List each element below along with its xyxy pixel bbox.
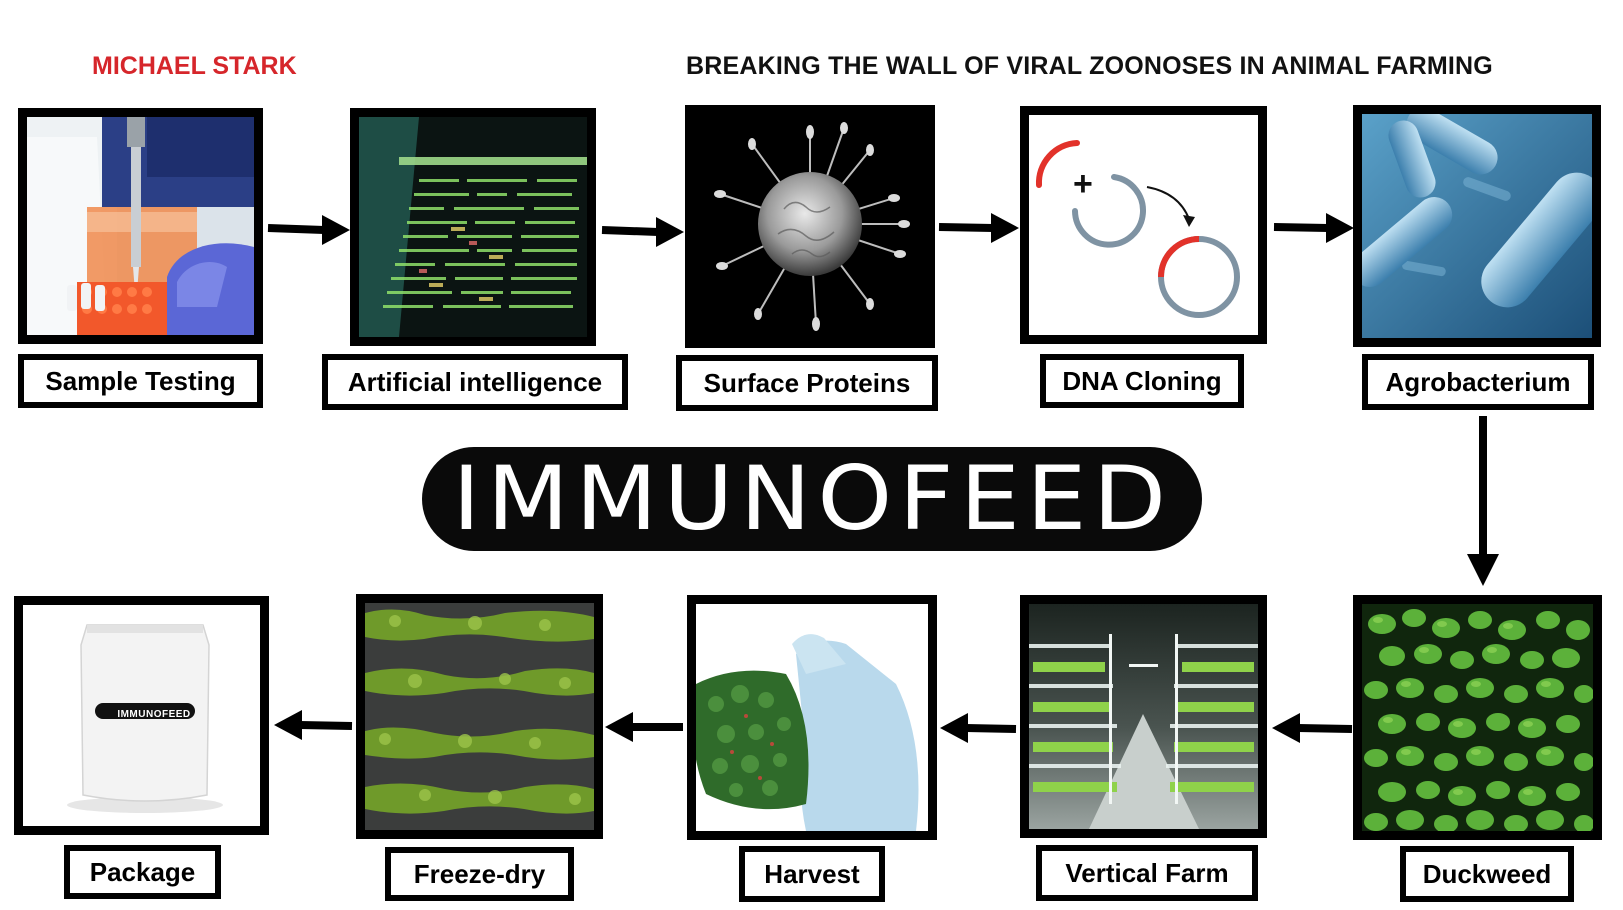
- author-name: MICHAEL STARK: [92, 52, 297, 80]
- arrow-left-icon: [274, 710, 353, 740]
- arrow-left-icon: [605, 712, 683, 742]
- immunofeed-logo: IMMUNOFEED: [422, 447, 1202, 551]
- sample-testing-image: [18, 108, 263, 344]
- arrow-right-icon: [1273, 213, 1354, 243]
- step-label-vertical-farm: Vertical Farm: [1036, 845, 1258, 901]
- step-label-surface-proteins: Surface Proteins: [676, 355, 938, 411]
- artificial-intelligence-image: [350, 108, 596, 346]
- arrow-right-icon: [601, 217, 684, 247]
- step-label-freeze-dry: Freeze-dry: [385, 847, 574, 901]
- freeze-dry-image: [356, 594, 603, 839]
- package-image: IMMUNOFEED: [14, 596, 269, 835]
- poster-title: BREAKING THE WALL OF VIRAL ZOONOSES IN A…: [686, 52, 1493, 80]
- step-label-package: Package: [64, 845, 221, 899]
- arrow-right-icon: [938, 213, 1019, 243]
- duckweed-image: [1353, 595, 1602, 840]
- step-label-agrobacterium: Agrobacterium: [1362, 354, 1594, 410]
- arrow-down-icon: [1467, 416, 1499, 586]
- step-label-harvest: Harvest: [739, 846, 885, 902]
- arrow-right-icon: [267, 215, 350, 245]
- step-label-sample-testing: Sample Testing: [18, 354, 263, 408]
- step-label-duckweed: Duckweed: [1400, 846, 1574, 902]
- arrow-left-icon: [1272, 713, 1353, 743]
- pouch-label: IMMUNOFEED: [117, 709, 191, 720]
- logo-text: IMMUNOFEED: [451, 447, 1173, 550]
- step-label-artificial-intelligence: Artificial intelligence: [322, 354, 628, 410]
- step-label-dna-cloning: DNA Cloning: [1040, 354, 1244, 408]
- plus-symbol: +: [1073, 165, 1093, 203]
- agrobacterium-image: [1353, 105, 1601, 347]
- vertical-farm-image: [1020, 595, 1267, 838]
- harvest-image: [687, 595, 937, 840]
- dna-cloning-image: +: [1020, 106, 1267, 344]
- surface-proteins-image: [685, 105, 935, 348]
- arrow-left-icon: [940, 713, 1017, 743]
